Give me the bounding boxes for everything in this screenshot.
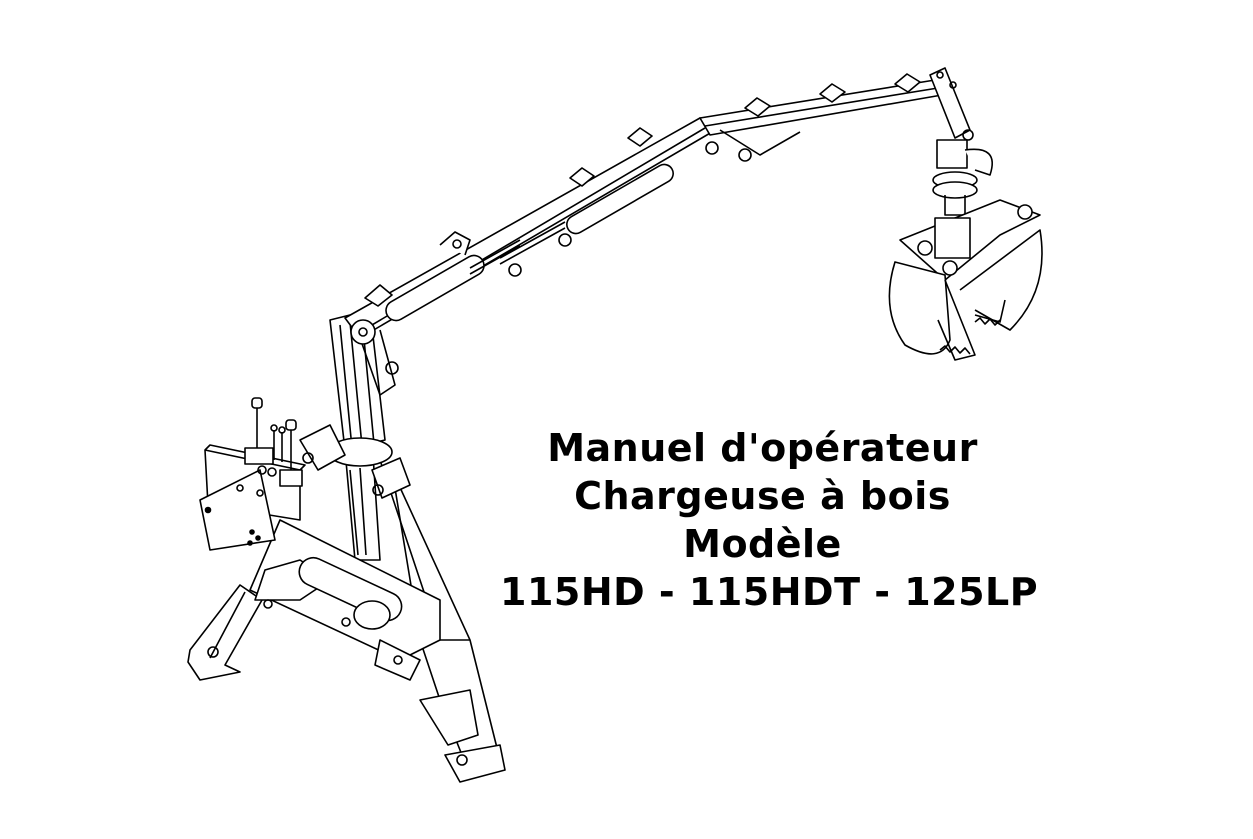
main-boom bbox=[344, 117, 713, 396]
control-valve bbox=[199, 397, 306, 551]
grapple bbox=[888, 67, 1043, 361]
cover-title-block: Manuel d'opérateur Chargeuse à bois Modè… bbox=[500, 424, 1039, 616]
column bbox=[299, 309, 411, 561]
stand-legs bbox=[187, 459, 506, 783]
product-name: Chargeuse à bois bbox=[574, 474, 951, 518]
base-frame bbox=[249, 519, 441, 681]
extension-boom bbox=[499, 73, 943, 265]
model-label: Modèle bbox=[683, 522, 842, 566]
manual-title: Manuel d'opérateur bbox=[547, 426, 978, 470]
model-numbers: 115HD - 115HDT - 125LP bbox=[500, 570, 1039, 614]
